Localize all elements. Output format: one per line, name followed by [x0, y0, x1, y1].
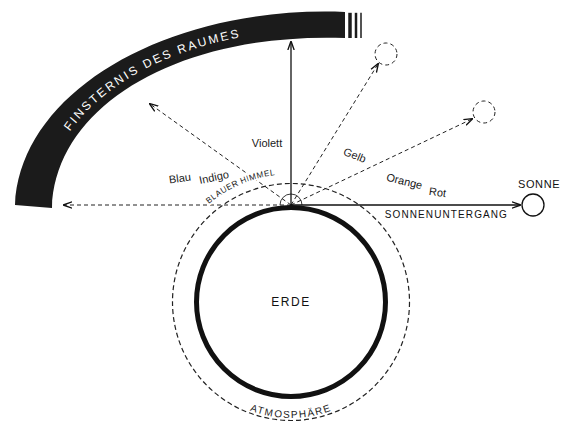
earth-label: ERDE	[271, 295, 310, 309]
color-label: Gelb	[342, 145, 368, 166]
band-text: FINSTERNIS DES RAUMES	[61, 26, 242, 133]
light-ray-arrow	[291, 204, 520, 205]
ray-arrow	[64, 205, 291, 206]
band-stripe	[348, 13, 352, 38]
sun-disc	[522, 194, 544, 216]
edge-label: SONNENUNTERGANG	[385, 209, 508, 221]
atmosphere-circle: ERDE ATMOSPHÄRE	[172, 183, 410, 421]
sun-circle: SONNE	[516, 178, 562, 218]
sun-position-circle	[473, 101, 495, 123]
light-ray-arrow	[290, 42, 291, 205]
color-label: Violett	[252, 137, 282, 150]
ray-arrow	[150, 104, 291, 205]
band-stripe	[360, 13, 362, 38]
band-label: FINSTERNIS DES RAUMES	[61, 26, 242, 133]
atmosphere-text: ATMOSPHÄRE	[249, 402, 333, 420]
band-shape	[15, 12, 345, 208]
earth-circle: ERDE	[194, 205, 388, 399]
sun-graphic	[521, 193, 545, 217]
sky-text: BLAUER HIMMEL	[204, 167, 276, 205]
color-label: Orange	[385, 170, 424, 191]
band-stripe	[355, 13, 358, 38]
earth-outline	[197, 208, 386, 397]
color-label: Blau	[168, 170, 192, 186]
sun-position-circle	[375, 43, 397, 65]
color-label: Indigo	[198, 168, 230, 187]
color-label: Rot	[429, 184, 448, 199]
atmosphere-label: ATMOSPHÄRE	[249, 402, 333, 420]
sun-label: SONNE	[518, 178, 560, 191]
atmosphere-outline	[173, 184, 410, 421]
region-label: BLAUER HIMMEL	[204, 167, 276, 205]
ray-arrow	[291, 119, 472, 205]
connectors	[291, 42, 520, 205]
